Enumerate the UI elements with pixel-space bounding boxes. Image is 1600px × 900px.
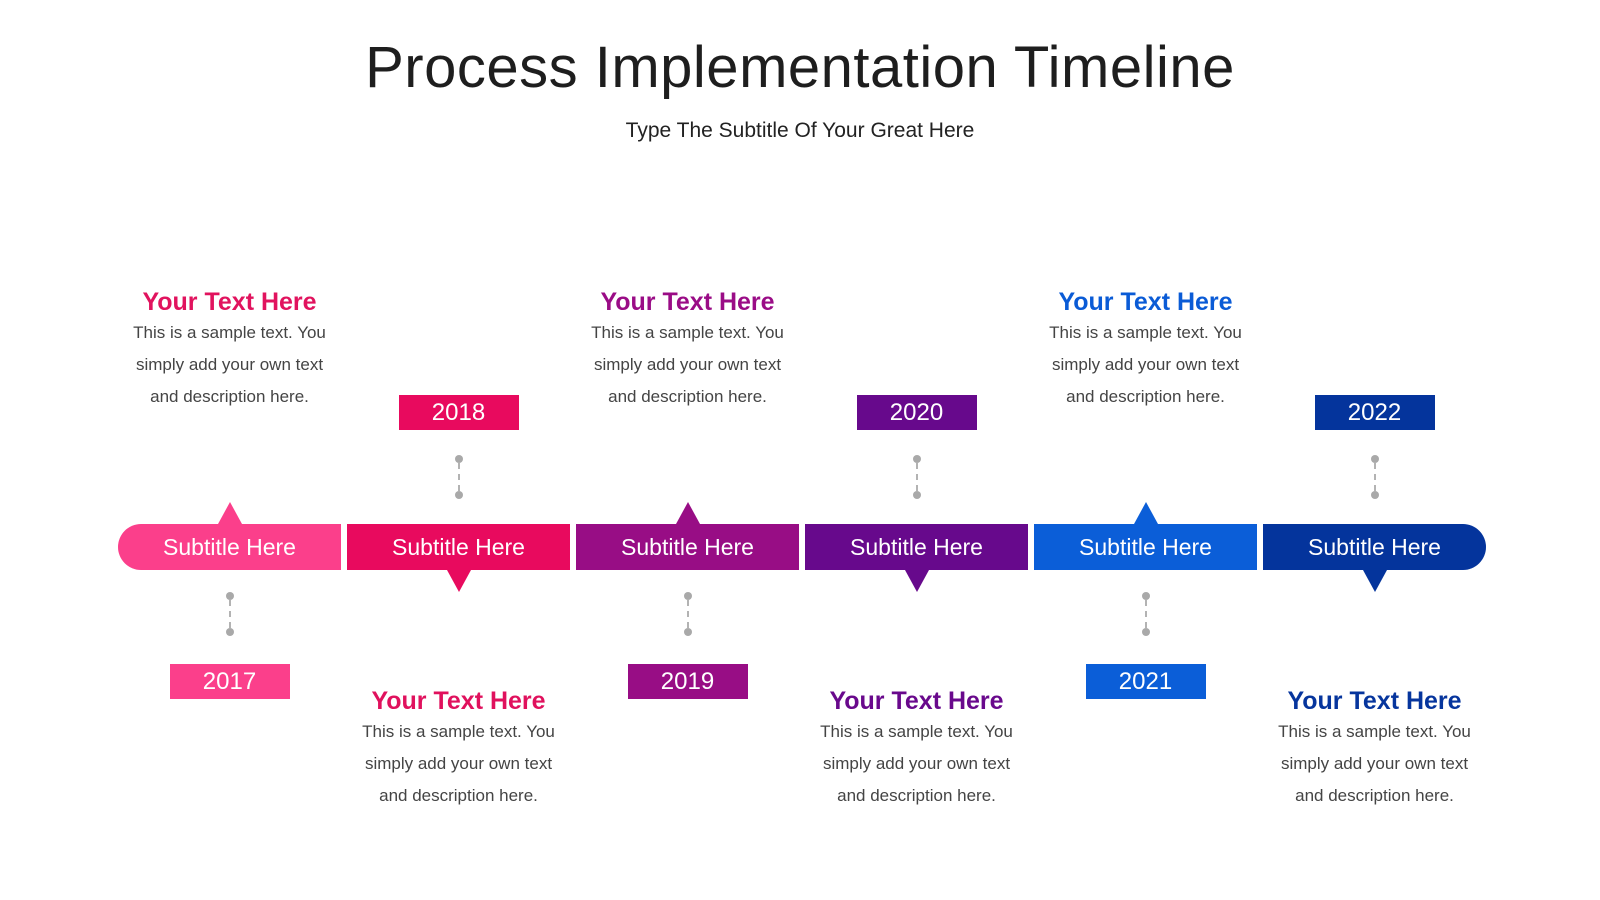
timeline-segment-2017: Subtitle Here bbox=[118, 524, 341, 570]
dashed-connector bbox=[1141, 592, 1151, 636]
connector-dash bbox=[1144, 600, 1147, 628]
connector-dot-icon bbox=[683, 628, 692, 636]
connector-dot-icon bbox=[1370, 491, 1379, 499]
block-heading: Your Text Here bbox=[1058, 288, 1233, 316]
page-title: Process Implementation Timeline bbox=[365, 35, 1235, 100]
pointer-triangle-icon bbox=[904, 570, 929, 592]
timeline-segment-2021: Subtitle Here bbox=[1034, 524, 1257, 570]
connector-dot-icon bbox=[225, 628, 234, 636]
connector-dash bbox=[686, 600, 689, 628]
pointer-triangle-icon bbox=[446, 570, 471, 592]
year-label-2017: 2017 bbox=[169, 664, 290, 699]
connector-dash bbox=[457, 463, 460, 491]
year-label-2022: 2022 bbox=[1314, 395, 1435, 430]
block-description: This is a sample text. You simply add yo… bbox=[820, 722, 1013, 805]
year-label-2020: 2020 bbox=[856, 395, 977, 430]
block-description: This is a sample text. You simply add yo… bbox=[362, 722, 555, 805]
connector-dot-icon bbox=[1370, 455, 1379, 463]
connector-dot-icon bbox=[912, 455, 921, 463]
connector-dot-icon bbox=[454, 455, 463, 463]
pointer-triangle-icon bbox=[675, 502, 700, 524]
timeline-segment-2019: Subtitle Here bbox=[576, 524, 799, 570]
block-heading: Your Text Here bbox=[142, 288, 317, 316]
timeline-segment-2022: Subtitle Here bbox=[1263, 524, 1486, 570]
pointer-triangle-icon bbox=[1133, 502, 1158, 524]
dashed-connector bbox=[1370, 455, 1380, 499]
block-heading: Your Text Here bbox=[1287, 687, 1462, 715]
block-heading: Your Text Here bbox=[829, 687, 1004, 715]
connector-dot-icon bbox=[683, 592, 692, 600]
pointer-triangle-icon bbox=[217, 502, 242, 524]
connector-dot-icon bbox=[1141, 592, 1150, 600]
block-description: This is a sample text. You simply add yo… bbox=[1278, 722, 1471, 805]
block-heading: Your Text Here bbox=[371, 687, 546, 715]
dashed-connector bbox=[454, 455, 464, 499]
year-label-2018: 2018 bbox=[398, 395, 519, 430]
block-description: This is a sample text. You simply add yo… bbox=[591, 323, 784, 406]
timeline-segment-2020: Subtitle Here bbox=[805, 524, 1028, 570]
block-heading: Your Text Here bbox=[600, 288, 775, 316]
pointer-triangle-icon bbox=[1362, 570, 1387, 592]
connector-dot-icon bbox=[225, 592, 234, 600]
dashed-connector bbox=[225, 592, 235, 636]
connector-dot-icon bbox=[1141, 628, 1150, 636]
connector-dot-icon bbox=[454, 491, 463, 499]
connector-dash bbox=[1373, 463, 1376, 491]
connector-dot-icon bbox=[912, 491, 921, 499]
connector-dash bbox=[228, 600, 231, 628]
page-subtitle: Type The Subtitle Of Your Great Here bbox=[625, 119, 975, 142]
connector-dash bbox=[915, 463, 918, 491]
block-description: This is a sample text. You simply add yo… bbox=[1049, 323, 1242, 406]
dashed-connector bbox=[683, 592, 693, 636]
year-label-2019: 2019 bbox=[627, 664, 748, 699]
timeline-segment-2018: Subtitle Here bbox=[347, 524, 570, 570]
dashed-connector bbox=[912, 455, 922, 499]
year-label-2021: 2021 bbox=[1085, 664, 1206, 699]
block-description: This is a sample text. You simply add yo… bbox=[133, 323, 326, 406]
